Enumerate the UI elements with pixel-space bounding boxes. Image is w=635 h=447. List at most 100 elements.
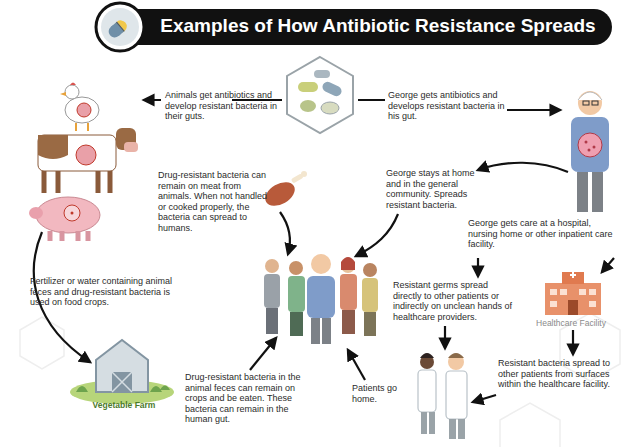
healthcare-building [570,272,576,278]
flow-arrows [356,214,398,256]
flow-note: Animals get antibiotics and develop resi… [165,90,283,122]
flow-note: Drug-resistant bacteria can remain on me… [158,170,268,234]
title-banner [111,22,125,36]
flow-arrows [250,338,276,370]
healthcare-providers [429,412,435,434]
animals [44,171,110,193]
community-crowd [264,274,280,308]
animals [77,103,91,117]
animals [65,97,99,123]
flow-note: George stays at home and in the general … [386,168,476,210]
healthcare-building [545,272,601,315]
flow-arrows [477,258,479,276]
pill-hexagon [287,57,353,133]
animals [50,231,88,241]
pill-hexagon [314,70,330,78]
flow-arrows [34,100,614,402]
flow-note: George gets antibiotics and develops res… [388,90,505,122]
background-hexagons [20,317,64,369]
icon-label: Vegetable Farm [80,400,168,410]
george-figure [585,141,588,144]
animals [38,135,68,159]
healthcare-providers [448,353,464,358]
flow-arrows [34,232,90,362]
healthcare-building [545,283,601,315]
community-crowd [311,254,331,274]
george-figure [592,172,603,212]
george-figure [592,101,598,105]
healthcare-building [550,289,557,295]
healthcare-providers [418,370,436,412]
healthcare-building [568,300,578,315]
animals [36,197,100,233]
vegetable-farm [76,386,170,393]
healthcare-building [589,301,596,307]
community-crowd [265,259,279,273]
community-crowd [341,257,355,270]
vegetable-farm [96,340,148,392]
community-crowd [311,318,320,344]
animals [64,205,80,221]
community-crowd [363,263,377,277]
pill-hexagon [321,102,339,114]
animals [38,135,116,171]
animals [65,85,79,99]
flow-note: Patients go home. [352,383,404,404]
healthcare-providers [421,412,427,434]
george-figure [578,133,602,157]
george-figure [577,172,588,212]
community-crowd [264,254,378,344]
title-banner [101,8,139,46]
title-banner [96,3,612,51]
community-crowd [290,312,303,336]
healthcare-building [550,301,557,307]
flow-note: Resistant germs spread directly to other… [393,280,518,322]
flow-arrows [348,350,365,380]
flow-arrows [572,330,574,354]
title: Examples of How Antibiotic Resistance Sp… [148,15,608,37]
flow-arrows [280,212,290,254]
animals [124,142,138,152]
george-figure [578,92,602,100]
animals [29,207,43,219]
pill-hexagon [298,82,318,92]
flow-arrows [473,395,496,402]
healthcare-providers [458,419,465,439]
animals [71,212,74,215]
community-crowd [342,310,355,334]
george-figure [571,117,609,172]
george-figure [571,91,609,212]
pill-hexagon [321,80,343,98]
flow-arrows [602,258,614,272]
community-crowd [362,278,378,312]
healthcare-providers [448,354,464,370]
title-banner [100,9,612,45]
healthcare-building [579,289,586,295]
community-crowd [364,312,376,336]
title-banner [116,22,124,32]
flow-note: George gets care at a hospital, nursing … [468,218,618,250]
george-figure [583,101,589,105]
title-banner [96,3,144,51]
healthcare-providers [449,419,456,439]
pill-hexagon [300,100,316,112]
healthcare-providers [420,353,434,358]
title-banner [112,18,130,36]
community-crowd [288,276,305,312]
flow-note: Resistant bacteria spread to other patie… [498,358,626,390]
flow-note: Fertilizer or water containing animal fe… [30,276,180,308]
animals [60,92,66,96]
healthcare-building [562,272,584,284]
george-figure [588,149,591,152]
community-crowd [322,318,331,344]
flow-arrows [444,326,446,348]
title-banner [106,18,129,40]
flow-note: Drug-resistant bacteria in the animal fe… [185,372,307,425]
animals [29,83,138,242]
healthcare-building [589,289,596,295]
vegetable-farm [112,372,132,392]
animals [70,83,76,86]
community-crowd [307,276,335,318]
animals [76,123,88,131]
